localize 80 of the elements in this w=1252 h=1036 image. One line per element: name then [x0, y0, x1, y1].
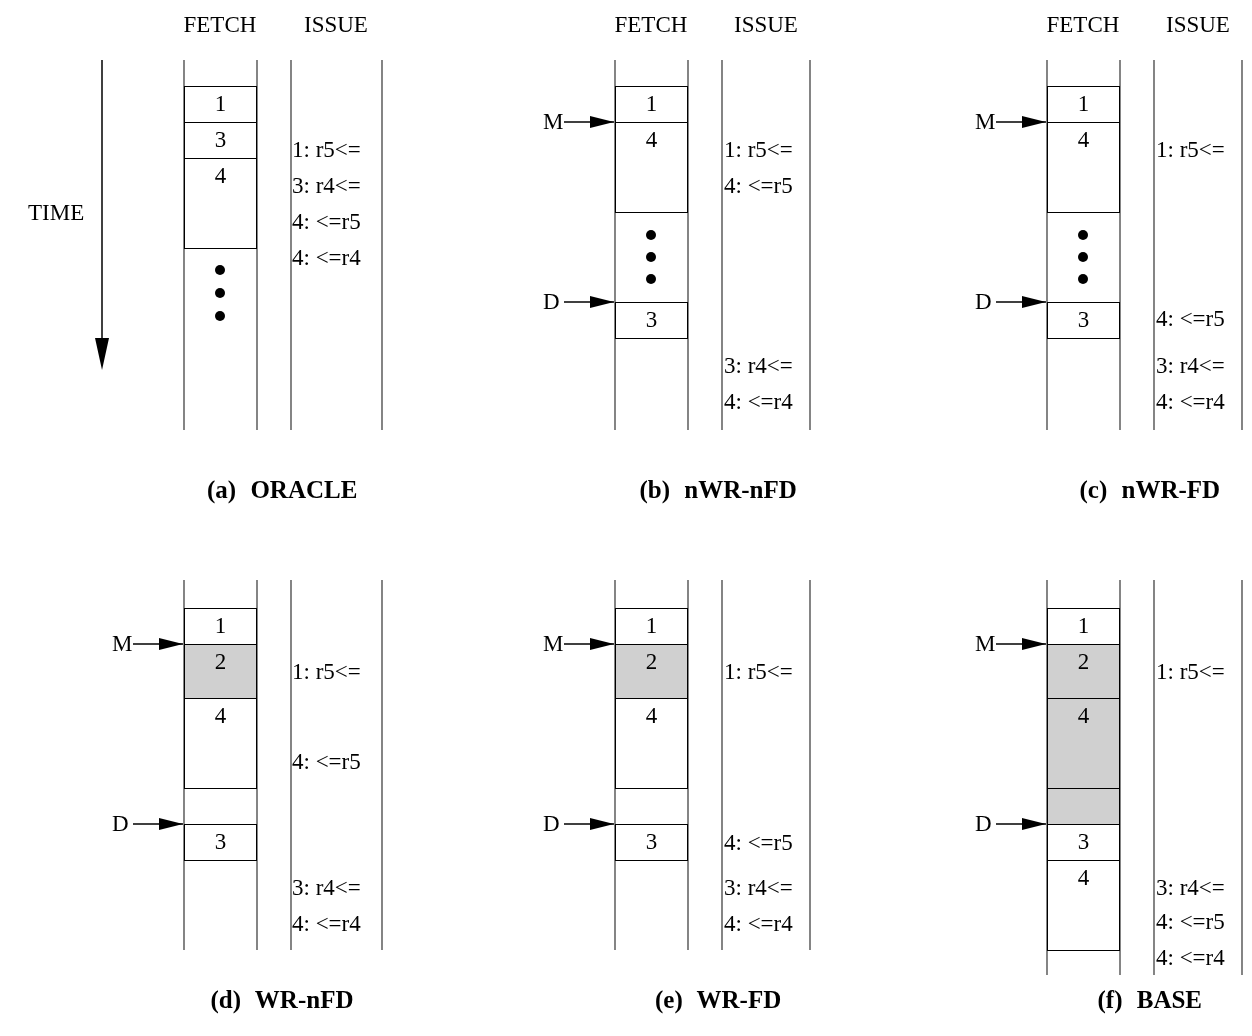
- pointer-arrow: [563, 818, 615, 830]
- pointer-label: D: [975, 289, 992, 315]
- instruction-block: 1: [1047, 86, 1120, 123]
- issue-entry: 3: r4<=: [1156, 875, 1225, 901]
- issue-entry: 4: <=r5: [1156, 909, 1225, 935]
- instruction-block: 1: [615, 86, 688, 123]
- pointer-arrow: [563, 116, 615, 128]
- pointer-label: M: [543, 109, 564, 135]
- issue-entry: 4: <=r4: [292, 911, 361, 937]
- pointer-arrow: [995, 638, 1047, 650]
- instruction-block: 1: [615, 608, 688, 645]
- pointer-arrow: [563, 296, 615, 308]
- instruction-block: 4: [184, 158, 257, 249]
- instruction-block: 3: [615, 824, 688, 861]
- issue-entry: 3: r4<=: [724, 353, 793, 379]
- pointer-label: D: [112, 811, 129, 837]
- panel-caption: (b) nWR-nFD: [639, 477, 797, 503]
- instruction-block: 3: [615, 302, 688, 339]
- axis-label: TIME: [28, 200, 85, 226]
- pointer-label: M: [112, 631, 133, 657]
- instruction-block: 4: [615, 698, 688, 789]
- column-header: ISSUE: [734, 12, 798, 38]
- issue-entry: 1: r5<=: [1156, 137, 1225, 163]
- panel-caption: (f) BASE: [1097, 987, 1203, 1013]
- issue-entry: 4: <=r5: [724, 830, 793, 856]
- instruction-block: 3: [1047, 824, 1120, 861]
- pointer-arrow: [132, 638, 184, 650]
- issue-entry: 3: r4<=: [292, 173, 361, 199]
- instruction-block: 2: [1047, 644, 1120, 699]
- issue-entry: 4: <=r5: [1156, 306, 1225, 332]
- column-header: ISSUE: [304, 12, 368, 38]
- issue-entry: 4: <=r4: [292, 245, 361, 271]
- instruction-block: 4: [184, 698, 257, 789]
- pointer-label: D: [543, 811, 560, 837]
- instruction-block: 1: [1047, 608, 1120, 645]
- empty-block: [1047, 788, 1120, 825]
- instruction-block: 4: [1047, 122, 1120, 213]
- pointer-label: M: [975, 109, 996, 135]
- issue-entry: 1: r5<=: [724, 659, 793, 685]
- pointer-arrow: [132, 818, 184, 830]
- instruction-block: 3: [184, 824, 257, 861]
- issue-entry: 3: r4<=: [1156, 353, 1225, 379]
- issue-entry: 4: <=r5: [292, 209, 361, 235]
- issue-entry: 4: <=r5: [724, 173, 793, 199]
- issue-entry: 3: r4<=: [292, 875, 361, 901]
- column-header: ISSUE: [1166, 12, 1230, 38]
- issue-entry: 3: r4<=: [724, 875, 793, 901]
- pointer-arrow: [995, 818, 1047, 830]
- instruction-block: 1: [184, 608, 257, 645]
- pointer-label: M: [975, 631, 996, 657]
- issue-entry: 4: <=r4: [724, 389, 793, 415]
- column-header: FETCH: [614, 12, 688, 38]
- instruction-block: 3: [1047, 302, 1120, 339]
- issue-entry: 4: <=r4: [1156, 945, 1225, 971]
- issue-entry: 1: r5<=: [724, 137, 793, 163]
- issue-entry: 4: <=r4: [724, 911, 793, 937]
- panel-caption: (d) WR-nFD: [210, 987, 354, 1013]
- issue-entry: 1: r5<=: [1156, 659, 1225, 685]
- pointer-label: D: [975, 811, 992, 837]
- instruction-block: 2: [615, 644, 688, 699]
- column-header: FETCH: [1046, 12, 1120, 38]
- instruction-block: 2: [184, 644, 257, 699]
- instruction-block: 1: [184, 86, 257, 123]
- pointer-arrow: [995, 296, 1047, 308]
- column-header: FETCH: [183, 12, 257, 38]
- issue-entry: 4: <=r5: [292, 749, 361, 775]
- instruction-block: 4: [615, 122, 688, 213]
- pointer-arrow: [563, 638, 615, 650]
- pointer-arrow: [995, 116, 1047, 128]
- instruction-block: 4: [1047, 860, 1120, 951]
- pointer-label: D: [543, 289, 560, 315]
- panel-caption: (e) WR-FD: [655, 987, 782, 1013]
- instruction-block: 3: [184, 122, 257, 159]
- panel-caption: (c) nWR-FD: [1079, 477, 1221, 503]
- instruction-block: 4: [1047, 698, 1120, 789]
- panel-caption: (a) ORACLE: [207, 477, 358, 503]
- issue-entry: 1: r5<=: [292, 659, 361, 685]
- pointer-label: M: [543, 631, 564, 657]
- issue-entry: 4: <=r4: [1156, 389, 1225, 415]
- issue-entry: 1: r5<=: [292, 137, 361, 163]
